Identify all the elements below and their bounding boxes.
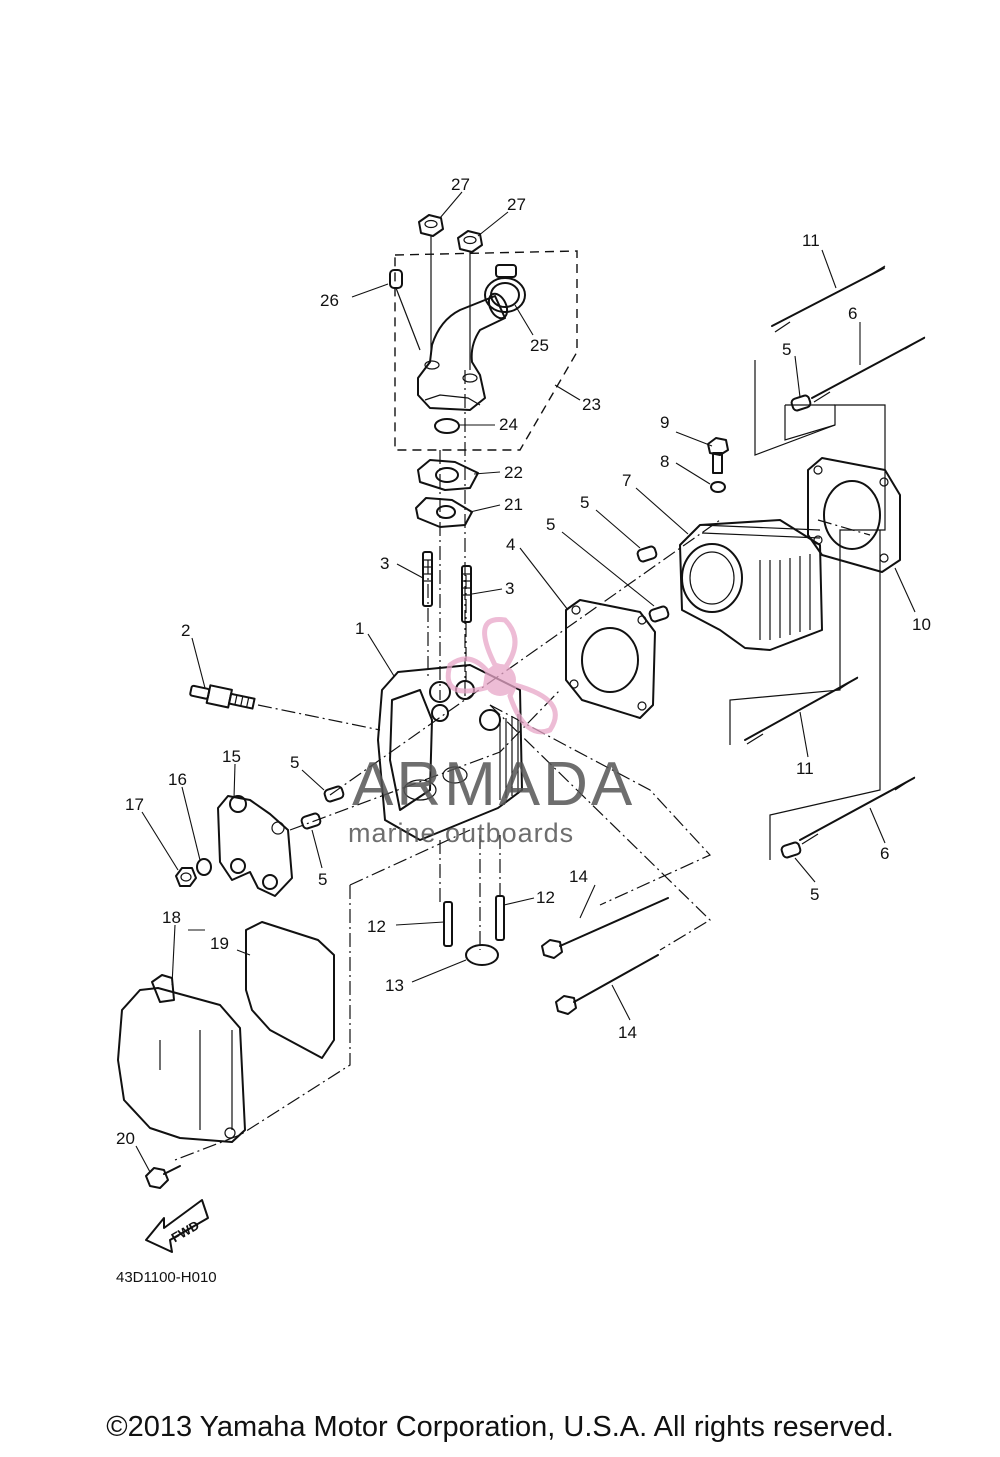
stud-bolt-6-upper xyxy=(811,336,926,403)
bolt-20 xyxy=(145,1165,181,1189)
callout-4: 4 xyxy=(506,535,515,554)
dowel-pin-5a xyxy=(636,545,658,563)
callout-27b: 27 xyxy=(507,195,526,214)
callout-numbers: 27 27 26 25 23 24 22 21 3 3 4 2 1 5 5 7 … xyxy=(116,175,931,1148)
callout-12b: 12 xyxy=(536,888,555,907)
head-cover-gasket-19 xyxy=(245,921,335,1059)
callout-15: 15 xyxy=(222,747,241,766)
dowel-pin-5e xyxy=(790,394,812,412)
stud-bolt-3-right xyxy=(461,565,472,623)
callout-24: 24 xyxy=(499,415,518,434)
washer-16 xyxy=(196,858,212,876)
intake-manifold-23 xyxy=(417,292,509,411)
dowel-pin-5b xyxy=(648,605,670,623)
bolt-9 xyxy=(707,437,729,474)
spark-plug-2 xyxy=(189,684,256,710)
forward-direction-arrow: FWD xyxy=(145,1199,209,1253)
propeller-logo-icon xyxy=(445,617,558,735)
dowel-pin-5c xyxy=(323,785,345,803)
cylinder-gasket-4 xyxy=(565,599,656,719)
callout-14b: 14 xyxy=(618,1023,637,1042)
cylinder-head-cover-18 xyxy=(117,974,246,1143)
drawing-code: 43D1100-H010 xyxy=(116,1269,217,1286)
watermark-tagline: marine outboards xyxy=(348,818,574,848)
callout-12a: 12 xyxy=(367,917,386,936)
callout-20: 20 xyxy=(116,1129,135,1148)
callout-23: 23 xyxy=(582,395,601,414)
callout-17: 17 xyxy=(125,795,144,814)
stud-bolt-3-left xyxy=(422,551,433,607)
callout-11a: 11 xyxy=(802,231,820,250)
nut-17 xyxy=(175,867,197,887)
stud-bolt-6-lower xyxy=(799,776,916,845)
callout-21: 21 xyxy=(504,495,523,514)
stud-bolt-11-lower xyxy=(744,676,859,745)
callout-5f: 5 xyxy=(810,885,819,904)
callout-3b: 3 xyxy=(505,579,514,598)
callout-6b: 6 xyxy=(880,844,889,863)
watermark-brand: ARMADA xyxy=(352,750,635,819)
washer-8 xyxy=(710,481,726,493)
callout-18: 18 xyxy=(162,908,181,927)
bolt-14-lower xyxy=(555,954,659,1015)
callout-13: 13 xyxy=(385,976,404,995)
callout-5e: 5 xyxy=(782,340,791,359)
callout-22: 22 xyxy=(504,463,523,482)
callout-5d: 5 xyxy=(318,870,327,889)
callout-26: 26 xyxy=(320,291,339,310)
cylinder-base-gasket-10 xyxy=(807,457,901,573)
callout-10: 10 xyxy=(912,615,931,634)
callout-11b: 11 xyxy=(796,759,814,778)
callout-8: 8 xyxy=(660,452,669,471)
insulator-22 xyxy=(417,459,479,491)
callout-14a: 14 xyxy=(569,867,588,886)
callout-5c: 5 xyxy=(290,753,299,772)
stud-bolt-12-right xyxy=(495,895,505,941)
nut-27-right xyxy=(457,230,483,370)
callout-16: 16 xyxy=(168,770,187,789)
dowel-pin-5d xyxy=(300,812,322,830)
callout-3a: 3 xyxy=(380,554,389,573)
cylinder-head-1 xyxy=(377,664,523,841)
o-ring-24 xyxy=(434,418,460,434)
armada-watermark: ARMADA marine outboards xyxy=(348,617,635,848)
callout-6a: 6 xyxy=(848,304,857,323)
gasket-13 xyxy=(465,944,499,966)
holder-15 xyxy=(217,795,293,897)
gasket-21 xyxy=(415,497,473,528)
hose-clamp-25 xyxy=(484,264,526,313)
copyright-notice: ©2013 Yamaha Motor Corporation, U.S.A. A… xyxy=(106,1411,894,1443)
callout-1: 1 xyxy=(355,619,364,638)
cylinder-7 xyxy=(679,519,823,651)
dowel-pin-5f xyxy=(780,841,802,859)
callout-9: 9 xyxy=(660,413,669,432)
nut-27-left xyxy=(418,214,444,355)
callout-25: 25 xyxy=(530,336,549,355)
callout-7: 7 xyxy=(622,471,631,490)
stud-bolt-11-upper xyxy=(771,265,886,333)
callout-5a: 5 xyxy=(580,493,589,512)
callout-27a: 27 xyxy=(451,175,470,194)
stud-bolt-12-left xyxy=(443,901,453,947)
bolt-14-upper xyxy=(541,897,669,959)
callout-2: 2 xyxy=(181,621,190,640)
callout-19: 19 xyxy=(210,934,229,953)
intake-assembly-box xyxy=(394,250,578,451)
hose-nipple-26 xyxy=(389,269,421,351)
leader-lines xyxy=(135,191,916,1173)
callout-5b: 5 xyxy=(546,515,555,534)
